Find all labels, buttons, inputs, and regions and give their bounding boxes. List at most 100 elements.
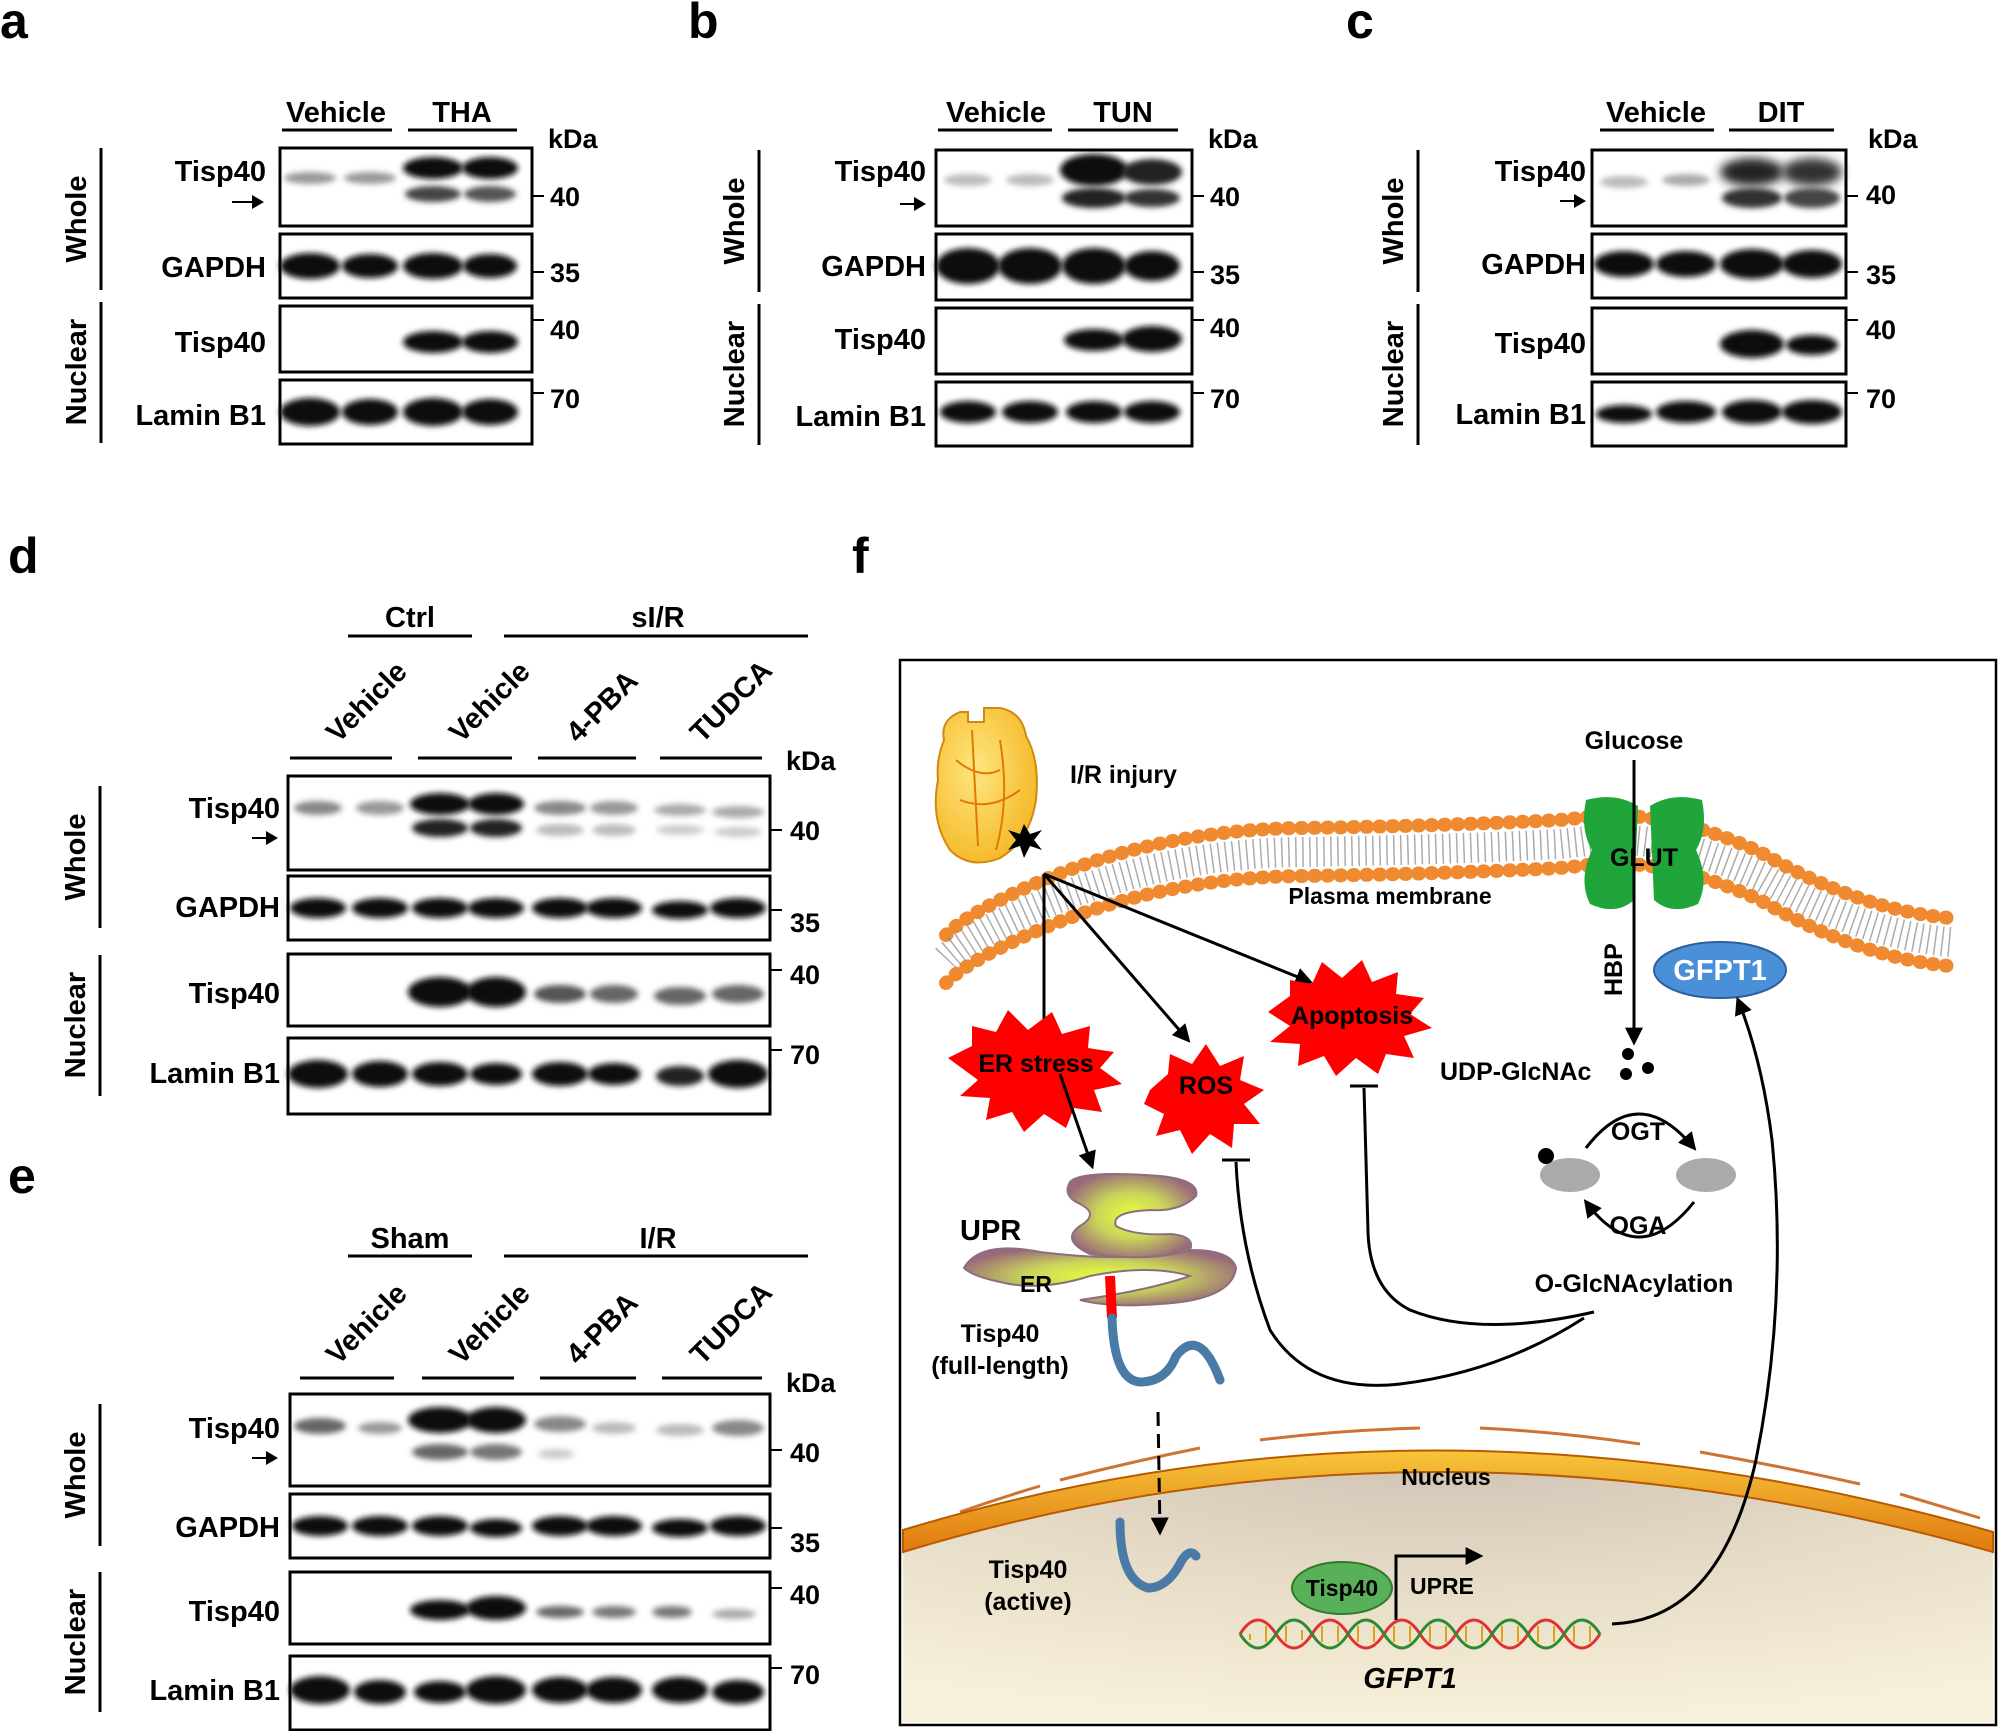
marker-35: 35 xyxy=(550,258,580,288)
group-label-vehicle: Vehicle xyxy=(286,97,386,129)
nucleus: Nucleus xyxy=(902,1426,1994,1722)
row-label-gapdh: GAPDH xyxy=(161,252,266,284)
blot-gapdh xyxy=(278,232,534,300)
marker-70: 70 xyxy=(790,1040,820,1070)
panel-letter-e: e xyxy=(8,1148,36,1204)
gfpt1-induction-arrow xyxy=(1611,996,1779,1626)
treatment-label: Vehicle xyxy=(443,656,536,749)
blot-tisp40-whole xyxy=(288,1392,772,1488)
panel-c: c Vehicle DIT kDa Whole Nuclear Tisp40 G… xyxy=(1346,0,1919,448)
injury-arrows xyxy=(1035,872,1314,1044)
marker-40: 40 xyxy=(790,816,820,846)
panel-letter-a: a xyxy=(0,0,29,49)
glucose-label: Glucose xyxy=(1585,727,1684,755)
panel-letter-d: d xyxy=(8,528,39,584)
group-label-treatment: TUN xyxy=(1093,97,1153,129)
glut-transporter: GLUT xyxy=(1584,797,1704,910)
marker-40: 40 xyxy=(1866,180,1896,210)
marker-40-nuclear: 40 xyxy=(790,960,820,990)
treatment-label: Vehicle xyxy=(320,1278,413,1371)
marker-35: 35 xyxy=(790,908,820,938)
blot-tisp40-whole xyxy=(286,774,772,872)
blot-lamin-b1 xyxy=(934,380,1194,448)
oga-label: OGA xyxy=(1610,1212,1667,1240)
row-label-tisp40: Tisp40 xyxy=(189,1413,280,1445)
top-group-treated: sI/R xyxy=(631,602,684,634)
gene-label: GFPT1 xyxy=(1363,1663,1456,1695)
blot-tisp40-whole xyxy=(278,146,534,228)
ir-injury-label: I/R injury xyxy=(1070,761,1177,789)
top-group-treated: I/R xyxy=(639,1223,676,1255)
row-label-lamin-b1: Lamin B1 xyxy=(795,401,926,433)
plasma-membrane-label: Plasma membrane xyxy=(1288,883,1491,909)
marker-40-nuclear: 40 xyxy=(1210,313,1240,343)
row-label-lamin-b1: Lamin B1 xyxy=(135,400,266,432)
tisp40-factor-label: Tisp40 xyxy=(1306,1575,1378,1601)
marker-35: 35 xyxy=(1866,260,1896,290)
plasma-membrane: Plasma membrane xyxy=(935,808,1957,990)
group-label-treatment: DIT xyxy=(1758,97,1805,129)
top-group-ctrl: Ctrl xyxy=(385,602,435,634)
apoptosis-label: Apoptosis xyxy=(1291,1002,1413,1030)
upr-label: UPR xyxy=(960,1215,1021,1247)
blot-tisp40-whole xyxy=(934,148,1194,228)
o-glcnacylation-label: O-GlcNAcylation xyxy=(1535,1270,1734,1298)
panel-letter-f: f xyxy=(852,528,869,584)
hbp-label: HBP xyxy=(1600,943,1628,996)
blot-lamin-b1 xyxy=(286,1036,772,1116)
blot-gapdh xyxy=(288,1492,772,1560)
row-label-gapdh: GAPDH xyxy=(175,1512,280,1544)
panel-e: e Sham I/R Vehicle Vehicle 4-PBA TUDCA k… xyxy=(8,1148,837,1731)
blot-tisp40-nuclear xyxy=(1590,306,1848,376)
kda-label: kDa xyxy=(786,746,837,776)
row-label-tisp40-nuclear: Tisp40 xyxy=(175,327,266,359)
group-label-vehicle: Vehicle xyxy=(946,97,1046,129)
nucleus-label: Nucleus xyxy=(1401,1464,1490,1490)
row-label-lamin-b1: Lamin B1 xyxy=(149,1058,280,1090)
blot-tisp40-nuclear xyxy=(278,304,534,374)
gfpt1-enzyme: GFPT1 xyxy=(1653,941,1787,999)
panel-f: f Nucleus Plasma membrane GLUT I/R xyxy=(852,528,1998,1727)
ogt-label: OGT xyxy=(1611,1118,1665,1146)
marker-40-nuclear: 40 xyxy=(1866,315,1896,345)
tisp40-active-label-1: Tisp40 xyxy=(989,1556,1068,1584)
udp-glcnac-label: UDP-GlcNAc xyxy=(1440,1058,1592,1086)
blot-tisp40-nuclear xyxy=(934,306,1194,376)
o-glcnac-cycle: OGT OGA O-GlcNAcylation xyxy=(1535,1112,1736,1298)
er-label: ER xyxy=(1020,1271,1052,1297)
row-label-gapdh: GAPDH xyxy=(821,251,926,283)
marker-40-nuclear: 40 xyxy=(790,1580,820,1610)
section-label-nuclear: Nuclear xyxy=(60,1589,92,1695)
row-label-tisp40: Tisp40 xyxy=(835,156,926,188)
row-label-gapdh: GAPDH xyxy=(1481,249,1586,281)
apoptosis-burst: Apoptosis xyxy=(1268,960,1432,1076)
panel-letter-c: c xyxy=(1346,0,1374,49)
treatment-label: TUDCA xyxy=(684,1277,778,1371)
kda-label: kDa xyxy=(548,124,599,154)
kda-label: kDa xyxy=(1868,124,1919,154)
treatment-label: Vehicle xyxy=(320,656,413,749)
er-stress-label: ER stress xyxy=(978,1050,1093,1078)
row-label-tisp40: Tisp40 xyxy=(1495,156,1586,188)
upre-label: UPRE xyxy=(1410,1573,1474,1599)
kda-label: kDa xyxy=(786,1368,837,1398)
top-group-sham: Sham xyxy=(371,1223,450,1255)
blot-tisp40-nuclear xyxy=(286,952,772,1028)
treatment-label: 4-PBA xyxy=(560,1287,644,1371)
treatment-label: Vehicle xyxy=(443,1278,536,1371)
section-label-whole: Whole xyxy=(60,814,92,901)
row-label-lamin-b1: Lamin B1 xyxy=(1455,399,1586,431)
panel-b: b Vehicle TUN kDa Whole Nuclear Tisp40 G… xyxy=(688,0,1259,448)
section-label-whole: Whole xyxy=(61,176,93,263)
treatment-label: 4-PBA xyxy=(560,665,644,749)
row-label-lamin-b1: Lamin B1 xyxy=(149,1675,280,1707)
kda-label: kDa xyxy=(1208,124,1259,154)
dna-helix: Tisp40 UPRE GFPT1 xyxy=(1238,1547,1602,1695)
marker-40: 40 xyxy=(550,182,580,212)
blot-tisp40-whole xyxy=(1590,148,1848,228)
tisp40-active-label-2: (active) xyxy=(984,1588,1072,1616)
row-label-gapdh: GAPDH xyxy=(175,892,280,924)
row-label-tisp40-nuclear: Tisp40 xyxy=(1495,328,1586,360)
group-label-treatment: THA xyxy=(432,97,492,129)
marker-40-nuclear: 40 xyxy=(550,315,580,345)
